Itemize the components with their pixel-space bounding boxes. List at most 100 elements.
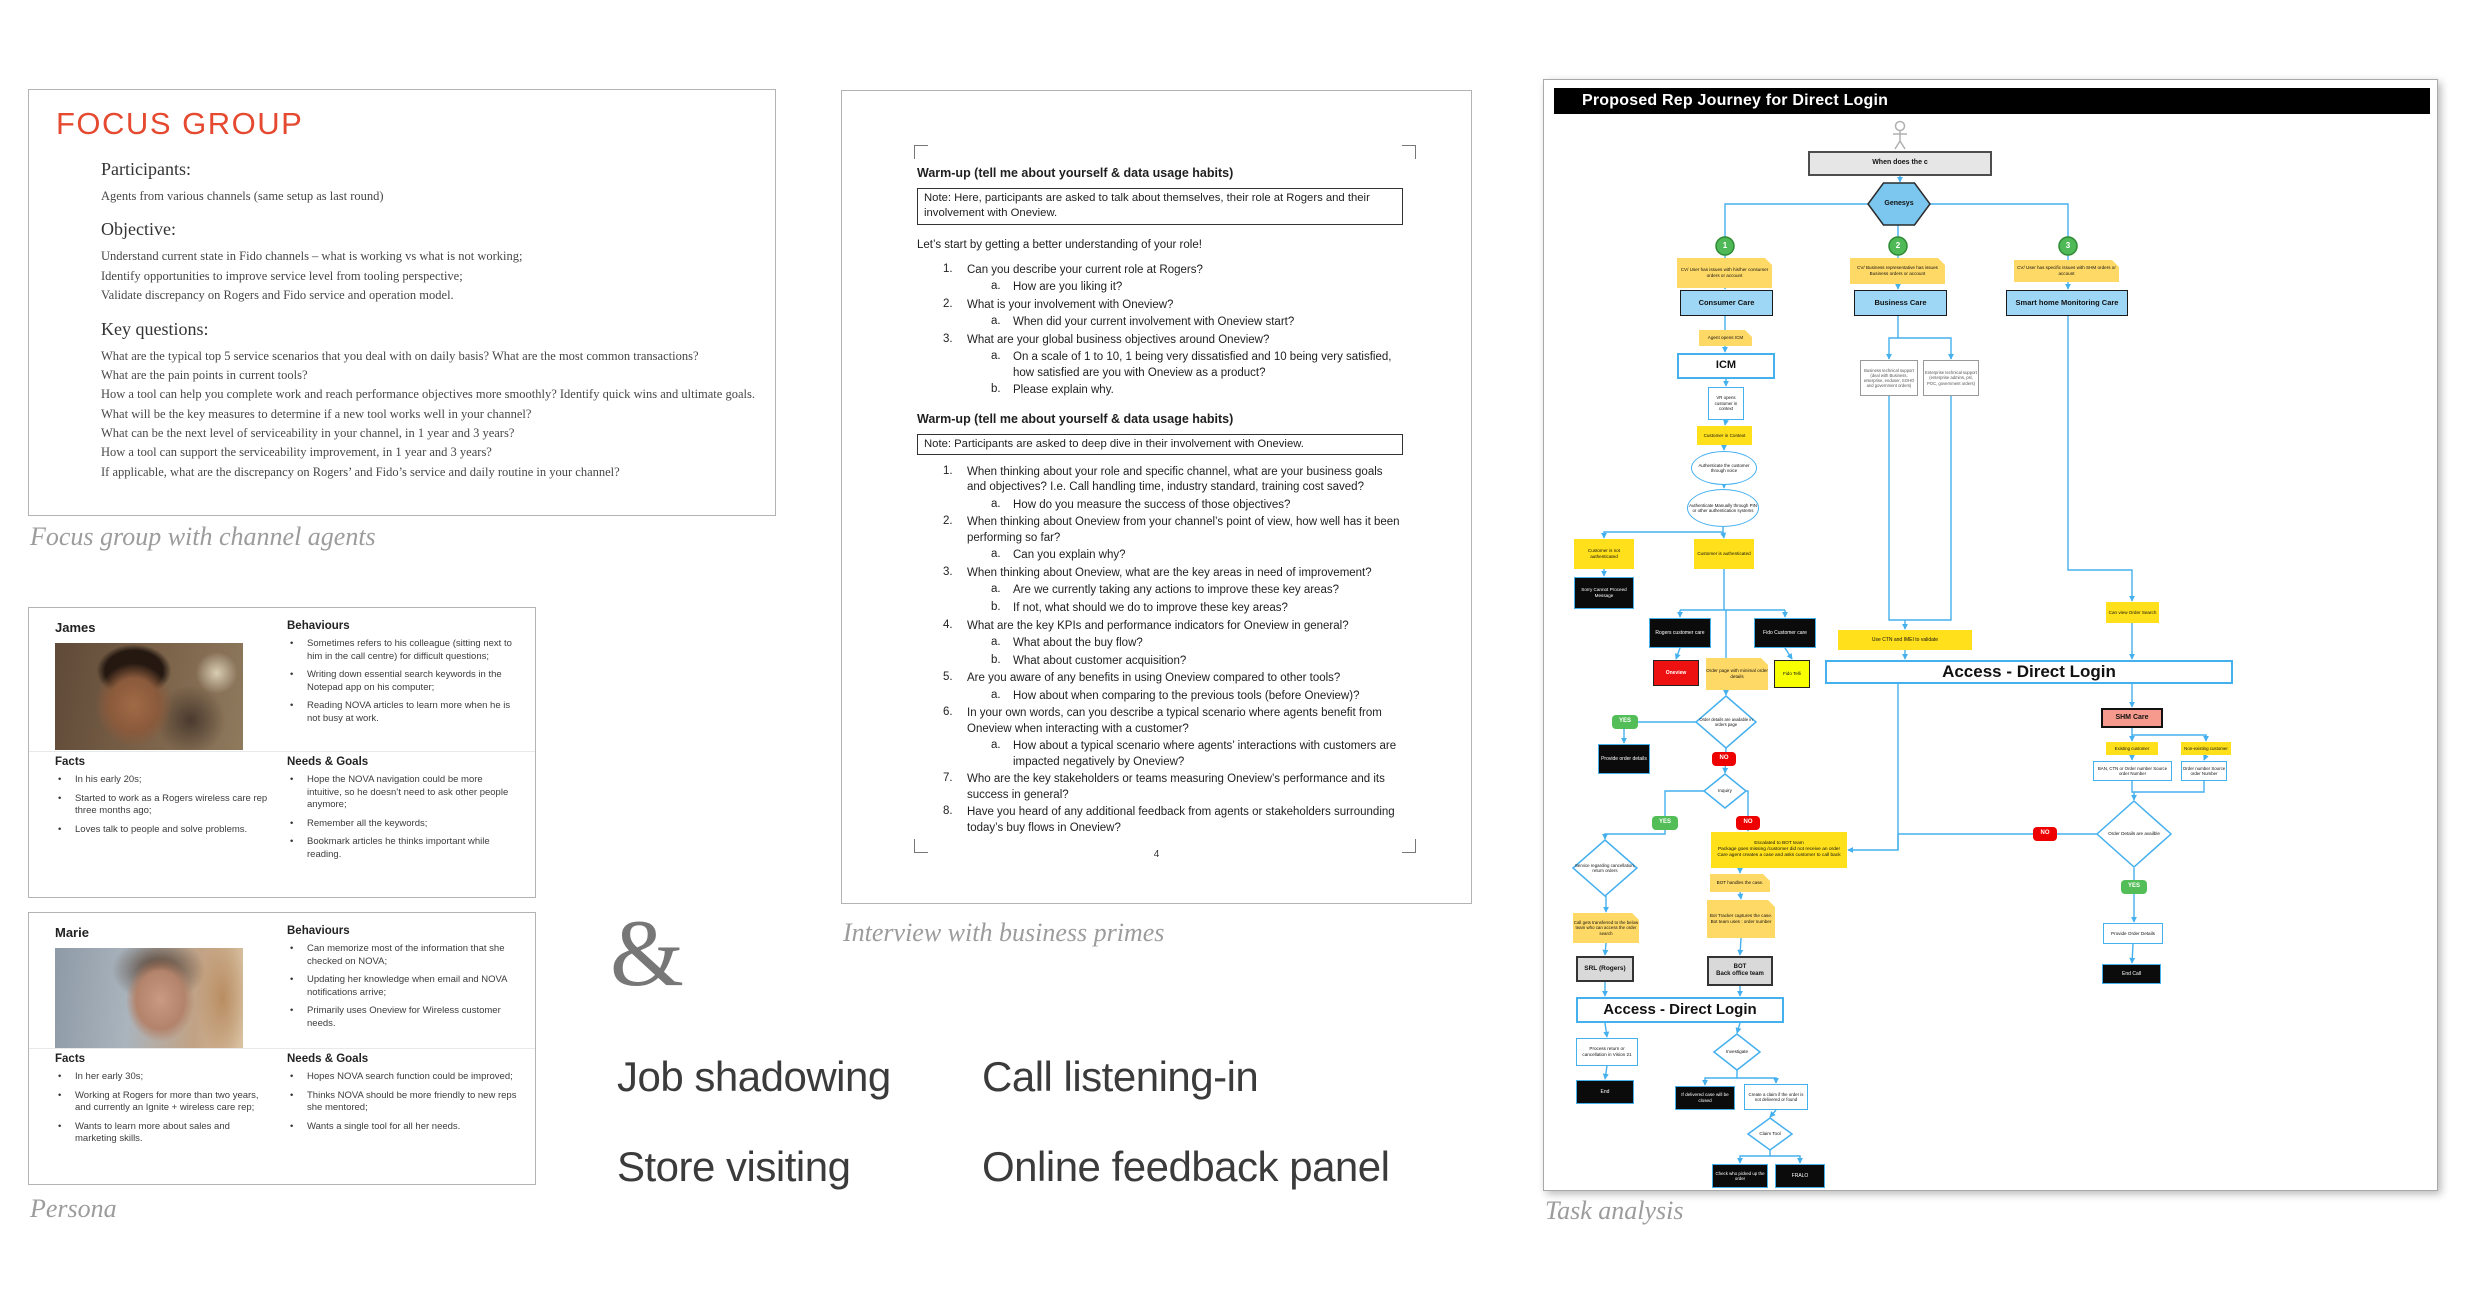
flow-node-sorry: Sorry Cannot Proceed Message bbox=[1574, 577, 1634, 609]
flow-node-bothandles: BOT handles the case. bbox=[1710, 874, 1770, 892]
actor-icon bbox=[1893, 120, 1907, 150]
caption-task-analysis: Task analysis bbox=[1545, 1196, 1684, 1225]
caption-focus-group: Focus group with channel agents bbox=[30, 522, 376, 551]
interview-question: 1.When thinking about your role and spec… bbox=[943, 464, 1383, 494]
list-item: • Updating her knowledge when email and N… bbox=[287, 974, 519, 999]
persona-name: James bbox=[55, 620, 96, 635]
interview-subquestion: a.When did your current involvement with… bbox=[991, 315, 1295, 329]
crop-mark-icon bbox=[914, 839, 928, 853]
behaviours-heading: Behaviours bbox=[287, 620, 350, 632]
persona-list: • In her early 30s; •Working at Rogers for… bbox=[55, 1071, 273, 1146]
flow-node-dia3: Service regarding cancellation, return o… bbox=[1574, 862, 1636, 874]
flow-node-note2: CV/ Business representative has issues B… bbox=[1850, 258, 1945, 284]
bullet-icon: • bbox=[58, 1071, 62, 1082]
interview-subquestion: a.How do you measure the success of thos… bbox=[991, 497, 1291, 511]
interview-body: Warm-up (tell me about yourself & data u… bbox=[917, 153, 1403, 840]
needs-goals-heading: Needs & Goals bbox=[287, 756, 369, 768]
interview-subquestion: a.On a scale of 1 to 10, 1 being very di… bbox=[991, 350, 1392, 379]
interview-question: 2.What is your involvement with Oneview? bbox=[943, 297, 1174, 311]
flow-node-delivered: If delivered case will be closed bbox=[1675, 1086, 1735, 1110]
interview-document[interactable]: Warm-up (tell me about yourself & data u… bbox=[841, 90, 1472, 904]
flow-node-canview: Can view Order Search bbox=[2106, 602, 2159, 623]
list-item: •Remember all the keywords; bbox=[287, 818, 519, 831]
flow-node-no3: NO bbox=[2033, 827, 2057, 841]
persona-list: •Hope the NOVA navigation could be more … bbox=[287, 774, 519, 861]
bullet-icon: • bbox=[290, 974, 294, 986]
flow-node-cic: Customer in Context bbox=[1697, 426, 1752, 445]
interview-question: 2.When thinking about Oneview from your … bbox=[943, 515, 1400, 544]
flow-node-care3: Smart home Monitoring Care bbox=[2006, 290, 2128, 316]
persona-behaviours: Behaviours•Sometimes refers to his colle… bbox=[287, 620, 519, 731]
interview-question: 3.When thinking about Oneview, what are … bbox=[943, 565, 1372, 579]
interview-section-heading: Warm-up (tell me about yourself & data u… bbox=[917, 411, 1234, 426]
focus-line: If applicable, what are the discrepancy … bbox=[101, 464, 620, 479]
flow-node-checkwho: Check who picked up the order bbox=[1712, 1164, 1768, 1188]
flow-node-callnote: Call gets transferred to the below team … bbox=[1573, 913, 1639, 943]
flow-node-yes2: YES bbox=[1652, 816, 1678, 830]
focus-line: Validate discrepancy on Rogers and Fido … bbox=[101, 288, 454, 303]
list-item-text: Working at Rogers for more than two year… bbox=[75, 1089, 259, 1114]
interview-subquestion: b.If not, what should we do to improve t… bbox=[991, 601, 1288, 614]
bullet-icon: • bbox=[290, 1120, 294, 1132]
flow-node-note3: CV/ User has specific issues with SHM or… bbox=[2014, 260, 2119, 282]
focus-group-document[interactable]: FOCUS GROUP Participants:Agents from var… bbox=[28, 89, 776, 516]
interview-subquestion: b.What about customer acquisition? bbox=[991, 653, 1187, 667]
crop-mark-icon bbox=[914, 145, 928, 159]
flow-node-entsupport: Enterprise technical support (enterprise… bbox=[1923, 360, 1979, 396]
flow-node-c2: 2 bbox=[1895, 241, 1901, 250]
method-label-call-listening: Call listening-in bbox=[982, 1053, 1259, 1100]
bullet-icon: • bbox=[58, 823, 62, 835]
flow-node-ordernum: Order number Source order Number bbox=[2181, 761, 2227, 781]
list-item: •Started to work as a Rogers wireless ca… bbox=[55, 793, 273, 818]
list-item-text: Bookmark articles he thinks important wh… bbox=[307, 836, 490, 860]
flow-node-dia1: Order details are available in orders pa… bbox=[1699, 716, 1753, 727]
bullet-icon: • bbox=[290, 817, 294, 829]
caption-persona: Persona bbox=[30, 1194, 117, 1223]
crop-mark-icon bbox=[1402, 839, 1416, 853]
interview-question: 6.In your own words, can you describe a … bbox=[943, 706, 1382, 735]
flow-node-usectn: Use CTN and IMEI to validate bbox=[1838, 630, 1972, 650]
list-item-text: Loves talk to people and solve problems. bbox=[75, 823, 248, 835]
interview-intro: Let’s start by getting a better understa… bbox=[917, 238, 1202, 251]
focus-section-heading: Objective: bbox=[101, 219, 176, 240]
list-item-text: Updating her knowledge when email and NO… bbox=[307, 974, 507, 998]
flow-node-fralo: FRALO bbox=[1775, 1164, 1825, 1188]
list-item: •Primarily uses Oneview for Wireless cus… bbox=[287, 1005, 519, 1030]
list-item: •Can memorize most of the information th… bbox=[287, 943, 519, 968]
interview-subquestion: a.What about the buy flow? bbox=[991, 636, 1143, 650]
flow-node-ell1: Authenticate the customer through voice bbox=[1691, 451, 1757, 485]
interview-page-number: 4 bbox=[1153, 849, 1160, 860]
needs-goals-heading: Needs & Goals bbox=[287, 1053, 369, 1065]
focus-group-body: Participants:Agents from various channel… bbox=[101, 146, 761, 482]
flow-node-rogerscare: Rogers customer care bbox=[1649, 618, 1711, 648]
list-item: •Hope the NOVA navigation could be more … bbox=[287, 774, 519, 812]
task-analysis-flowchart[interactable]: Proposed Rep Journey for Direct Login Wh… bbox=[1543, 79, 2438, 1191]
list-item: •Working at Rogers for more than two yea… bbox=[55, 1090, 273, 1115]
bullet-icon: • bbox=[290, 836, 294, 848]
list-item: • Loves talk to people and solve problems… bbox=[55, 824, 273, 837]
persona-list: •In his early 20s;•Started to work as a … bbox=[55, 774, 273, 836]
bullet-icon: • bbox=[290, 1005, 294, 1017]
flow-node-care2: Business Care bbox=[1854, 290, 1947, 316]
interview-question: 1.Can you describe your current role at … bbox=[943, 262, 1203, 276]
list-item-text: In her early 30s; bbox=[75, 1071, 144, 1082]
flow-node-ell2: Authenticate Manually through PIN or oth… bbox=[1687, 489, 1759, 527]
persona-card-james[interactable]: James Behaviours•Sometimes refers to his … bbox=[28, 607, 536, 898]
list-item: •Thinks NOVA should be more friendly to … bbox=[287, 1090, 519, 1115]
focus-line: What will be the key measures to determi… bbox=[101, 406, 532, 421]
list-item: •Wants to learn more about sales and mar… bbox=[55, 1121, 273, 1146]
bullet-icon: • bbox=[58, 792, 62, 804]
flow-node-no1: NO bbox=[1712, 752, 1736, 766]
flow-node-access1: Access - Direct Login bbox=[1825, 660, 2233, 684]
flow-node-when: When does the c bbox=[1808, 151, 1992, 176]
persona-photo-james bbox=[55, 643, 243, 750]
flow-node-endcall: End Call bbox=[2102, 964, 2161, 984]
flow-node-dia2: Inquiry bbox=[1718, 788, 1732, 794]
list-item-text: Wants to learn more about sales and mark… bbox=[75, 1120, 230, 1145]
persona-needs: Needs & Goals •Hope the NOVA navigation c… bbox=[287, 756, 519, 867]
list-item-text: Wants a single tool for all her needs. bbox=[307, 1120, 461, 1132]
